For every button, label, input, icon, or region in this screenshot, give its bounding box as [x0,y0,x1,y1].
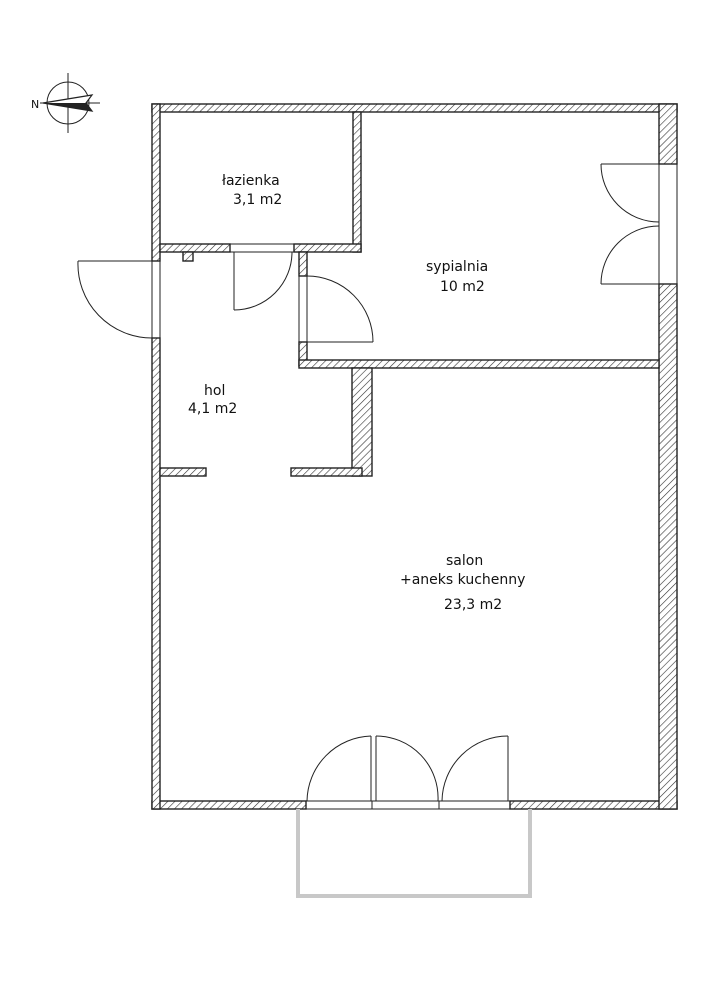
balcony-outline [296,809,532,898]
entrance-door [77,260,161,339]
room-name: łazienka [222,173,280,189]
bedroom-window-door [600,163,660,285]
room-area: 10 m2 [440,279,485,295]
room-name: sypialnia [426,259,488,275]
room-area: 4,1 m2 [188,401,237,417]
outer-walls [151,103,678,810]
room-label-sypialnia: sypialnia 10 m2 [426,259,488,295]
bedroom-door [306,275,374,343]
interior-walls [159,111,660,477]
salon-balcony-door [305,735,511,810]
room-name: hol [204,383,225,399]
room-label-lazienka: łazienka 3,1 m2 [222,173,282,208]
room-area: 3,1 m2 [233,192,282,208]
room-name: salon [446,553,483,569]
room-area: 23,3 m2 [444,597,502,613]
bathroom-door [233,251,293,311]
compass-letter: N [31,98,39,111]
doors [77,163,660,810]
room-label-hol: hol 4,1 m2 [188,383,237,417]
room-name-line2: +aneks kuchenny [400,572,525,588]
north-arrow-icon: N [31,73,100,133]
room-label-salon: salon +aneks kuchenny 23,3 m2 [400,553,525,613]
